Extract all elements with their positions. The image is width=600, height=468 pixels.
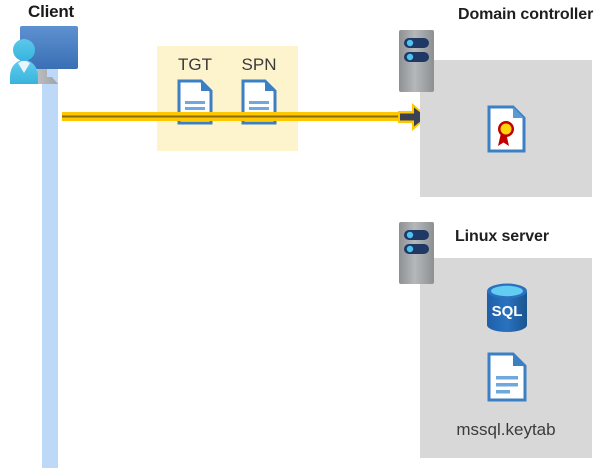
client-label: Client	[28, 2, 75, 21]
client-lifeline	[42, 60, 58, 468]
arrow-right-icon	[398, 103, 428, 131]
panel-title-linux-server: Linux server	[455, 228, 549, 245]
token-tgt-label: TGT	[178, 55, 212, 74]
token-spn-label: SPN	[241, 55, 277, 74]
server-rack-icon	[399, 30, 434, 92]
server-rack-icon	[399, 222, 434, 284]
keytab-filename-caption: mssql.keytab	[456, 420, 556, 439]
user-monitor-icon	[5, 24, 93, 92]
sql-database-icon: SQL	[487, 283, 527, 332]
certificate-document-icon	[487, 105, 526, 153]
document-icon	[487, 352, 527, 402]
panel-title-domain-controller: Domain controller	[458, 6, 594, 23]
svg-text:SQL: SQL	[492, 303, 523, 320]
flow-line	[62, 112, 412, 121]
